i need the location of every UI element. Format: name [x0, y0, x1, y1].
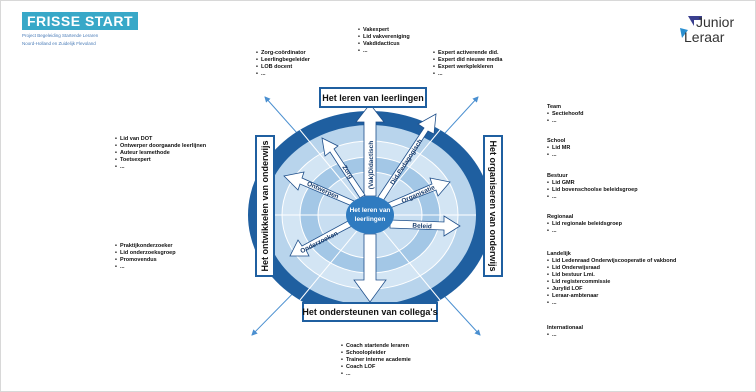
- label-vakdidactisch: (Vak)Didactisch: [368, 141, 375, 189]
- list-item: Praktijkonderzoeker: [115, 243, 176, 250]
- list-team: Team Sectiehoofd ...: [547, 104, 583, 125]
- list-school: School Lid MR ...: [547, 138, 570, 159]
- list-bestuur: Bestuur Lid GMR Lid bovenschoolse beleid…: [547, 173, 638, 201]
- list-item: ...: [256, 71, 310, 78]
- list-heading: Landelijk: [547, 251, 571, 257]
- list-regionaal: Regionaal Lid regionale beleidsgroep ...: [547, 214, 622, 235]
- list-item: Trainer interne academie: [341, 357, 411, 364]
- list-top-center: Vakexpert Lid vakvereniging Vakdidacticu…: [358, 27, 410, 55]
- list-item: Lid MR: [547, 145, 570, 152]
- list-landelijk: Landelijk Lid Ledenraad Onderwijscoopera…: [547, 251, 676, 307]
- list-heading: Team: [547, 104, 561, 110]
- list-item: Auteur lesmethode: [115, 150, 206, 157]
- box-right-label: Het organiseren van onderwijs: [488, 140, 498, 271]
- arrow-down: [353, 233, 387, 303]
- list-item: Ontwerper doorgaande leerlijnen: [115, 143, 206, 150]
- junior-leraar-logo: Junior Leraar: [664, 12, 734, 46]
- logo-leraar: Leraar: [684, 29, 725, 45]
- list-item: ...: [547, 118, 583, 125]
- list-item: Lid van DOT: [115, 136, 206, 143]
- center-circle: [346, 196, 394, 234]
- box-right: [483, 135, 503, 277]
- arrow-left-upper: [283, 171, 355, 207]
- list-item: ...: [358, 48, 410, 55]
- list-item: ...: [547, 228, 622, 235]
- list-heading: Regionaal: [547, 214, 574, 220]
- arrow-up: [355, 103, 385, 197]
- box-left-label: Het ontwikkelen van onderwijs: [260, 140, 270, 271]
- list-item: Schoolopleider: [341, 350, 411, 357]
- list-item: Toetsexpert: [115, 157, 206, 164]
- list-item: ...: [115, 164, 206, 171]
- list-item: Expert did nieuwe media: [433, 57, 503, 64]
- arrow-up-left: [321, 137, 366, 199]
- list-left-lower: Praktijkonderzoeker Lid onderzoeksgroep …: [115, 243, 176, 271]
- arrow-right-upper: [387, 177, 451, 209]
- box-top-label: Het leren van leerlingen: [322, 93, 424, 103]
- list-item: Promovendus: [115, 257, 176, 264]
- list-item: Lid registercommissie: [547, 279, 676, 286]
- box-top: [319, 87, 427, 108]
- arrow-right-lower: [389, 215, 461, 237]
- logo-title: FRISSE START: [22, 12, 139, 30]
- frisse-start-logo: FRISSE START Project Begeleiding Starten…: [22, 12, 139, 47]
- list-heading: Bestuur: [547, 173, 568, 179]
- list-item: ...: [547, 332, 583, 339]
- list-item: ...: [547, 194, 638, 201]
- list-item: Lid bestuur Lmi.: [547, 272, 676, 279]
- arrow-left-lower: [289, 220, 353, 257]
- list-item: Lid bovenschoolse beleidsgroep: [547, 187, 638, 194]
- list-item: Lid vakvereniging: [358, 34, 410, 41]
- list-item: LOB docent: [256, 64, 310, 71]
- list-item: Expert werkplekleren: [433, 64, 502, 71]
- list-item: Coach LOF: [341, 364, 411, 371]
- list-item: Leerlingbegeleider: [256, 57, 310, 64]
- list-item: Sectiehoofd: [547, 111, 583, 118]
- list-item: Zorg-coördinator: [256, 50, 310, 57]
- logo-subtitle-1: Project Begeleiding Startende Leraren: [22, 33, 99, 38]
- list-item: Lid regionale beleidsgroep: [547, 221, 622, 228]
- list-internationaal: Internationaal ...: [547, 325, 583, 339]
- list-item: ...: [115, 264, 176, 271]
- center-label-2: leerlingen: [355, 216, 386, 223]
- logo-subtitle-2: Noord-Holland en Zuidelijk Flevoland: [22, 41, 96, 46]
- center-label-1: Het leren van: [350, 207, 391, 214]
- arrow-up-right: [377, 113, 437, 202]
- list-item: Leraar-ambtenaar: [547, 293, 676, 300]
- list-item: Vakdidacticus: [358, 41, 410, 48]
- list-item: Coach startende leraren: [341, 343, 411, 350]
- list-item: ...: [341, 371, 411, 378]
- list-heading: Internationaal: [547, 325, 584, 331]
- list-item: Expert activerende did.: [433, 50, 502, 57]
- list-item: Vakexpert: [358, 27, 410, 34]
- box-left: [255, 135, 275, 277]
- list-item: ...: [547, 152, 570, 159]
- list-item: ...: [433, 71, 502, 78]
- box-bottom-label: Het ondersteunen van collega's: [302, 307, 437, 317]
- label-beleid: Beleid: [412, 222, 432, 230]
- list-item: Lid Ledenraad Onderwijscooperatie of vak…: [547, 258, 676, 265]
- list-heading: School: [547, 138, 566, 144]
- list-item: Lid onderzoeksgroep: [115, 250, 176, 257]
- logo-junior: Junior: [696, 14, 735, 30]
- arrow-icon: [680, 16, 702, 38]
- list-top-left: Zorg-coördinator Leerlingbegeleider LOB …: [256, 50, 310, 78]
- box-bottom: [302, 302, 438, 322]
- list-bottom: Coach startende leraren Schoolopleider T…: [341, 343, 411, 378]
- list-top-right: Expert activerende did. Expert did nieuw…: [433, 50, 503, 78]
- list-item: Lid Onderwijsraad: [547, 265, 676, 272]
- list-item: Lid GMR: [547, 180, 638, 187]
- list-left-upper: Lid van DOT Ontwerper doorgaande leerlij…: [115, 136, 206, 171]
- list-item: ...: [547, 300, 676, 307]
- list-item: Jurylid LOF: [547, 286, 676, 293]
